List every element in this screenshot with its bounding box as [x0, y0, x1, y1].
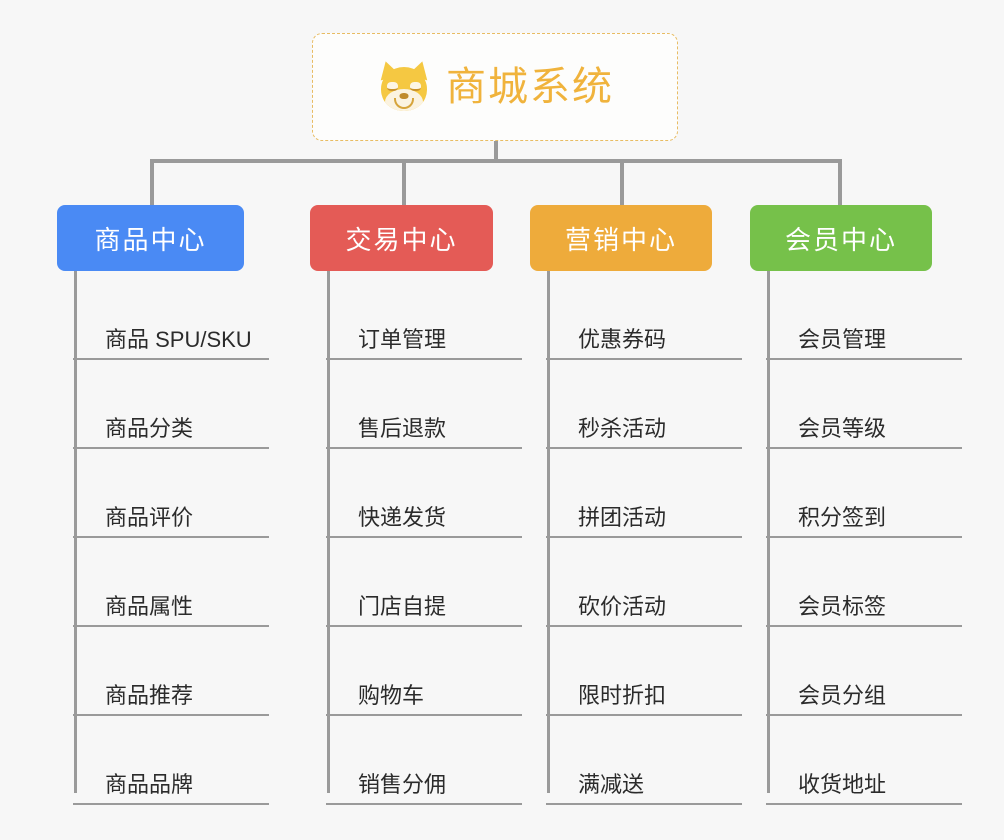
connector-horizontal-bus [150, 159, 842, 163]
list-item[interactable]: 积分签到 [766, 449, 962, 538]
connector-root-stem [494, 141, 498, 162]
connector-trunk-1 [327, 271, 330, 793]
connector-trunk-0 [74, 271, 77, 793]
list-item[interactable]: 会员标签 [766, 538, 962, 627]
leaf-label: 拼团活动 [546, 505, 742, 538]
leaf-list-3: 会员管理 会员等级 积分签到 会员标签 会员分组 收货地址 [766, 271, 962, 805]
leaf-label: 订单管理 [326, 327, 522, 360]
leaf-label: 会员管理 [766, 327, 962, 360]
leaf-label: 商品属性 [73, 594, 269, 627]
list-item[interactable]: 订单管理 [326, 271, 522, 360]
category-header-2[interactable]: 营销中心 [530, 205, 712, 271]
leaf-label: 门店自提 [326, 594, 522, 627]
branch-column-member-center: 会员中心 会员管理 会员等级 积分签到 会员标签 会员分组 收货地址 [750, 205, 962, 805]
leaf-label: 会员标签 [766, 594, 962, 627]
leaf-label: 购物车 [326, 683, 522, 716]
list-item[interactable]: 商品品牌 [73, 716, 269, 805]
category-title-0: 商品中心 [94, 224, 207, 255]
leaf-label: 积分签到 [766, 505, 962, 538]
list-item[interactable]: 快递发货 [326, 449, 522, 538]
list-item[interactable]: 优惠券码 [546, 271, 742, 360]
list-item[interactable]: 砍价活动 [546, 538, 742, 627]
list-item[interactable]: 商品分类 [73, 360, 269, 449]
leaf-label: 商品 SPU/SKU [73, 327, 269, 360]
connector-drop-column-3 [838, 159, 842, 206]
leaf-label: 收货地址 [766, 772, 962, 805]
list-item[interactable]: 会员分组 [766, 627, 962, 716]
list-item[interactable]: 门店自提 [326, 538, 522, 627]
branch-column-trade-center: 交易中心 订单管理 售后退款 快递发货 门店自提 购物车 销售分佣 [310, 205, 522, 805]
root-node-mall-system[interactable]: 商城系统 [312, 33, 678, 141]
shiba-dog-face-icon [376, 58, 432, 113]
list-item[interactable]: 商品推荐 [73, 627, 269, 716]
leaf-label: 秒杀活动 [546, 416, 742, 449]
leaf-label: 砍价活动 [546, 594, 742, 627]
category-header-1[interactable]: 交易中心 [310, 205, 493, 271]
leaf-label: 优惠券码 [546, 327, 742, 360]
list-item[interactable]: 商品 SPU/SKU [73, 271, 269, 360]
leaf-label: 商品推荐 [73, 683, 269, 716]
list-item[interactable]: 商品评价 [73, 449, 269, 538]
list-item[interactable]: 秒杀活动 [546, 360, 742, 449]
list-item[interactable]: 销售分佣 [326, 716, 522, 805]
leaf-label: 快递发货 [326, 505, 522, 538]
leaf-label: 商品品牌 [73, 772, 269, 805]
category-header-0[interactable]: 商品中心 [57, 205, 244, 271]
root-node-title: 商城系统 [446, 65, 614, 109]
list-item[interactable]: 收货地址 [766, 716, 962, 805]
leaf-label: 售后退款 [326, 416, 522, 449]
category-title-1: 交易中心 [345, 224, 458, 255]
branch-column-marketing-center: 营销中心 优惠券码 秒杀活动 拼团活动 砍价活动 限时折扣 满减送 [530, 205, 742, 805]
connector-drop-column-2 [620, 159, 624, 206]
leaf-label: 会员等级 [766, 416, 962, 449]
list-item[interactable]: 会员等级 [766, 360, 962, 449]
connector-drop-column-0 [150, 159, 154, 206]
leaf-label: 满减送 [546, 772, 742, 805]
leaf-label: 限时折扣 [546, 683, 742, 716]
category-title-2: 营销中心 [564, 224, 677, 255]
connector-drop-column-1 [402, 159, 406, 206]
category-title-3: 会员中心 [784, 224, 897, 255]
leaf-list-1: 订单管理 售后退款 快递发货 门店自提 购物车 销售分佣 [326, 271, 522, 805]
list-item[interactable]: 商品属性 [73, 538, 269, 627]
connector-trunk-2 [547, 271, 550, 793]
leaf-label: 商品分类 [73, 416, 269, 449]
category-header-3[interactable]: 会员中心 [750, 205, 932, 271]
list-item[interactable]: 售后退款 [326, 360, 522, 449]
leaf-label: 会员分组 [766, 683, 962, 716]
connector-trunk-3 [767, 271, 770, 793]
branch-column-product-center: 商品中心 商品 SPU/SKU 商品分类 商品评价 商品属性 商品推荐 商品品牌 [57, 205, 269, 805]
leaf-list-0: 商品 SPU/SKU 商品分类 商品评价 商品属性 商品推荐 商品品牌 [73, 271, 269, 805]
leaf-list-2: 优惠券码 秒杀活动 拼团活动 砍价活动 限时折扣 满减送 [546, 271, 742, 805]
list-item[interactable]: 拼团活动 [546, 449, 742, 538]
leaf-label: 商品评价 [73, 505, 269, 538]
list-item[interactable]: 购物车 [326, 627, 522, 716]
list-item[interactable]: 会员管理 [766, 271, 962, 360]
leaf-label: 销售分佣 [326, 772, 522, 805]
list-item[interactable]: 满减送 [546, 716, 742, 805]
list-item[interactable]: 限时折扣 [546, 627, 742, 716]
